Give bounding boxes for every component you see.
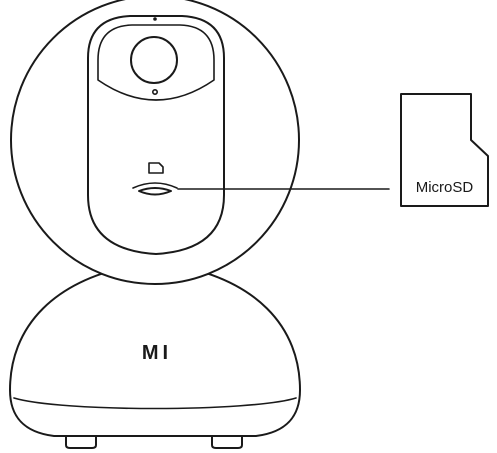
mi-logo: MI [142, 342, 172, 364]
top-mic-hole [153, 17, 157, 21]
status-light [152, 89, 159, 96]
sd-card-icon [148, 162, 164, 174]
base-feet [65, 435, 243, 449]
microsd-card: MicroSD [400, 93, 489, 207]
card-slot-icon [132, 182, 178, 196]
lens-module [87, 15, 225, 255]
camera-lens [130, 36, 178, 84]
microsd-label: MicroSD [416, 179, 474, 196]
